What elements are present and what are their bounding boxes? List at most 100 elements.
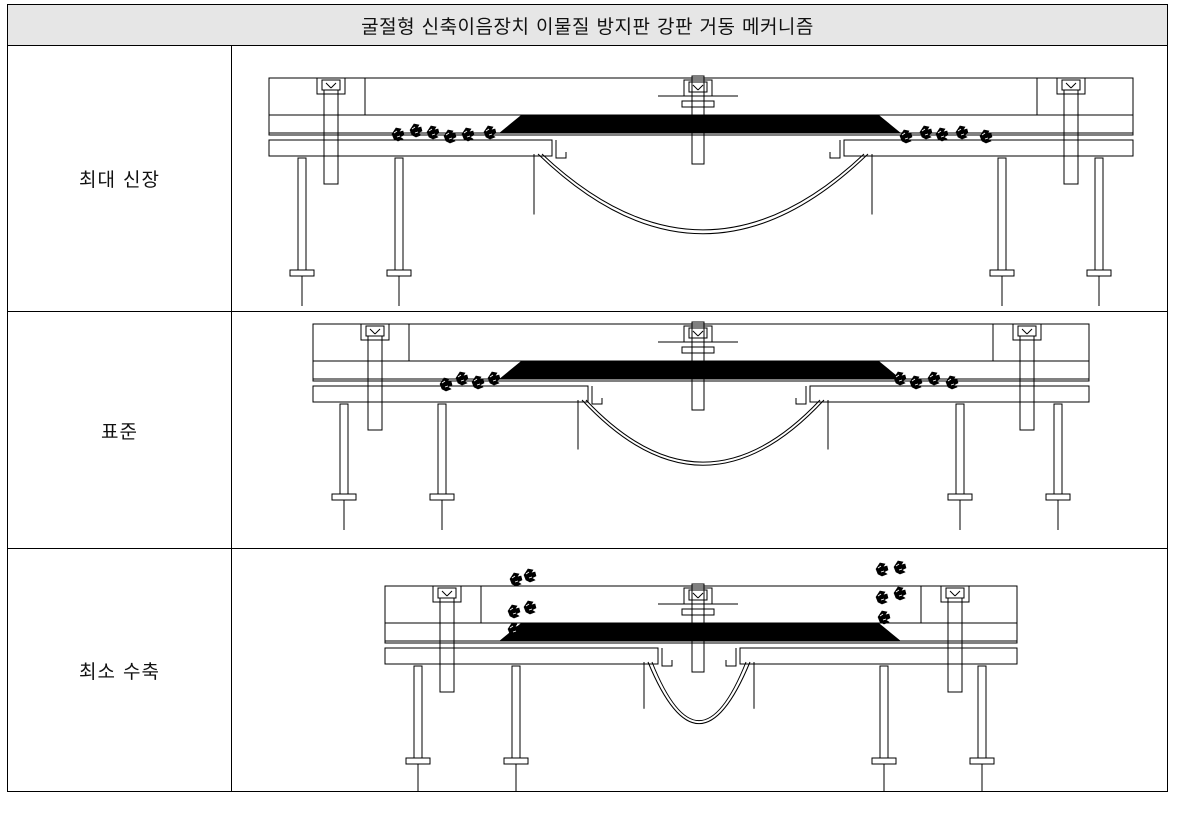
debris-highlight <box>877 593 885 601</box>
mechanism-table: 굴절형 신축이음장치 이물질 방지판 강판 거동 메커니즘 최대 신장 표준 최… <box>7 4 1168 792</box>
drain-trough-inner <box>651 661 747 721</box>
debris-icon <box>487 371 501 386</box>
expansion-joint-drawing <box>384 560 1018 791</box>
debris-highlight <box>947 378 955 386</box>
anchor-plate <box>969 757 995 765</box>
bolt-mark <box>1026 328 1033 335</box>
center-washer <box>681 346 715 354</box>
anchor-plate <box>429 493 455 501</box>
debris-highlight <box>457 374 465 382</box>
debris-highlight <box>393 130 401 138</box>
bolt-mark <box>325 82 332 89</box>
bolt-head-inner <box>688 327 708 339</box>
debris-icon <box>471 375 485 390</box>
bolt-mark <box>697 592 704 599</box>
center-washer <box>681 100 715 108</box>
lower-flange-left <box>384 647 659 665</box>
row-label: 표준 <box>8 312 232 548</box>
hook-left <box>555 140 567 159</box>
debris-icon <box>909 375 923 390</box>
hook-right <box>795 386 807 405</box>
cover-plate <box>498 114 902 134</box>
debris-highlight <box>525 603 533 611</box>
debris-icon <box>443 129 457 144</box>
bolt-mark <box>330 82 337 89</box>
bolt-mark <box>1065 82 1072 89</box>
debris-highlight <box>895 589 903 597</box>
debris-highlight <box>895 563 903 571</box>
debris-icon <box>893 586 907 601</box>
bolt-mark <box>1070 82 1077 89</box>
bolt-mark <box>692 330 699 337</box>
debris-highlight <box>485 128 493 136</box>
debris-icon <box>927 371 941 386</box>
anchor-bar-icon <box>879 665 889 759</box>
cover-plate <box>498 360 902 380</box>
diagram-max-extension <box>232 46 1167 311</box>
center-bolt-shaft <box>691 583 705 673</box>
debris-highlight <box>957 128 965 136</box>
row-standard: 표준 <box>8 312 1167 549</box>
debris-icon <box>919 125 933 140</box>
anchor-bar-icon <box>977 665 987 759</box>
drain-trough-inner <box>585 399 821 463</box>
anchor-bar-icon <box>997 157 1007 271</box>
anchor-plate <box>503 757 529 765</box>
anchor-plate <box>386 269 412 277</box>
anchor-plate <box>871 757 897 765</box>
drain-trough-outer <box>581 399 825 466</box>
bolt-head-inner <box>945 587 965 599</box>
debris-icon <box>955 125 969 140</box>
row-label: 최소 수축 <box>8 549 232 792</box>
anchor-plate <box>989 269 1015 277</box>
debris-icon <box>875 590 889 605</box>
row-label: 최대 신장 <box>8 46 232 311</box>
debris-highlight <box>525 571 533 579</box>
bolt-mark <box>369 328 376 335</box>
debris-icon <box>507 622 521 637</box>
drain-trough-outer <box>537 153 869 235</box>
drain-trough-inner <box>541 153 865 231</box>
debris-icon <box>877 610 891 625</box>
bolt-icon <box>1056 77 1086 95</box>
bolt-head-inner <box>321 79 341 91</box>
anchor-bar-icon <box>413 665 423 759</box>
bolt-icon <box>360 323 390 341</box>
debris-highlight <box>937 130 945 138</box>
bolt-head-inner <box>437 587 457 599</box>
debris-highlight <box>441 380 449 388</box>
bolt-head-inner <box>365 325 385 337</box>
debris-icon <box>875 562 889 577</box>
center-washer <box>681 608 715 616</box>
debris-highlight <box>509 625 517 633</box>
anchor-bar-icon <box>297 157 307 271</box>
debris-icon <box>507 604 521 619</box>
debris-highlight <box>511 575 519 583</box>
debris-highlight <box>879 613 887 621</box>
bolt-head-inner <box>688 81 708 93</box>
lower-flange-left <box>268 139 553 157</box>
debris-highlight <box>921 128 929 136</box>
bolt-head-inner <box>1061 79 1081 91</box>
debris-icon <box>439 377 453 392</box>
bolt-mark <box>441 590 448 597</box>
side-bolt-right <box>947 597 963 693</box>
debris-highlight <box>911 378 919 386</box>
expansion-joint-drawing <box>268 75 1134 306</box>
bolt-mark <box>446 590 453 597</box>
debris-highlight <box>428 128 436 136</box>
anchor-plate <box>331 493 357 501</box>
side-bolt-left <box>367 335 383 431</box>
bolt-icon <box>432 585 462 603</box>
bolt-mark <box>1021 328 1028 335</box>
debris-icon <box>455 371 469 386</box>
debris-highlight <box>877 565 885 573</box>
side-bolt-right <box>1019 335 1035 431</box>
hook-left <box>661 648 673 667</box>
row-min-contraction: 최소 수축 <box>8 549 1167 792</box>
center-bolt-shaft <box>691 75 705 165</box>
bolt-head-inner <box>1017 325 1037 337</box>
side-bolt-left <box>439 597 455 693</box>
debris-highlight <box>445 132 453 140</box>
diagram-min-contraction <box>232 549 1167 792</box>
